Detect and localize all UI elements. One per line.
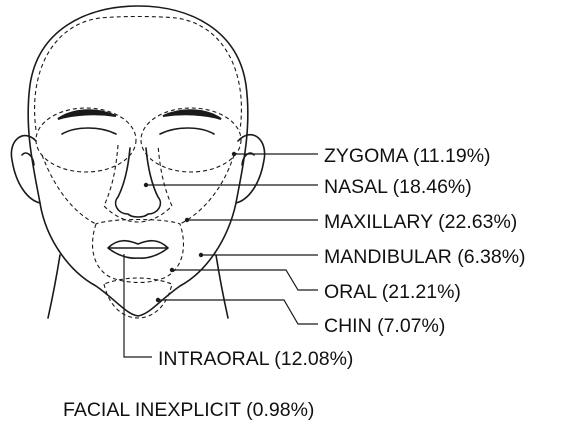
nasal-label: NASAL (18.46%) xyxy=(324,176,472,198)
right-orbit-region xyxy=(141,108,241,172)
nasal-region xyxy=(104,145,172,222)
mouth-icon xyxy=(108,241,168,258)
zygoma-label: ZYGOMA (11.19%) xyxy=(324,145,491,167)
intraoral-leader xyxy=(124,254,152,357)
oral-leader xyxy=(172,270,318,290)
nose-icon xyxy=(116,148,161,217)
left-maxillary-region xyxy=(42,155,96,224)
left-eye-icon xyxy=(62,128,116,134)
chin-label: CHIN (7.07%) xyxy=(324,315,445,337)
dashed-regions xyxy=(35,17,242,319)
left-orbit-region xyxy=(36,108,136,172)
mandibular-label: MANDIBULAR (6.38%) xyxy=(324,246,526,268)
left-eyebrow-icon xyxy=(58,110,116,119)
intraoral-label: INTRAORAL (12.08%) xyxy=(158,348,353,370)
maxillary-label: MAXILLARY (22.63%) xyxy=(324,211,517,233)
head-outline xyxy=(11,6,264,318)
chin-leader xyxy=(158,300,318,324)
right-eyebrow-icon xyxy=(163,110,221,119)
right-maxillary-region xyxy=(180,155,234,224)
chin-region xyxy=(104,278,172,318)
right-eye-icon xyxy=(160,128,214,134)
oral-region xyxy=(93,220,184,283)
facial-features xyxy=(58,110,221,258)
facial-inexplicit-label: FACIAL INEXPLICIT (0.98%) xyxy=(63,399,314,421)
oral-label: ORAL (21.21%) xyxy=(324,281,461,303)
